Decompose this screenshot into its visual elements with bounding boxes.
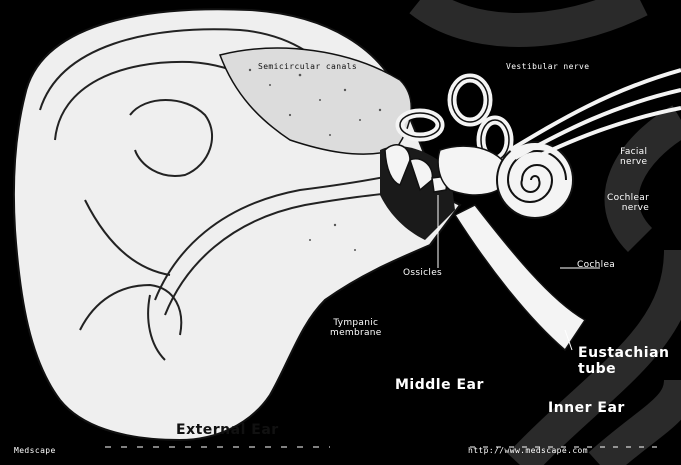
label-ossicles: Ossicles	[403, 268, 442, 278]
label-inner-ear: Inner Ear	[548, 400, 625, 416]
label-facial-nerve: Facial nerve	[620, 147, 647, 168]
cochlea-shape	[497, 142, 573, 218]
label-tympanic-membrane: Tympanic membrane	[330, 318, 382, 339]
label-eustachian-tube: Eustachian tube	[578, 345, 669, 377]
label-cochlea: Cochlea	[577, 260, 615, 270]
eustachian-tube-shape	[455, 205, 585, 350]
label-middle-ear: Middle Ear	[395, 377, 484, 393]
label-vestibular-nerve: Vestibular nerve	[506, 62, 589, 71]
footer-source-name: Medscape	[14, 446, 56, 455]
label-external-ear: External Ear	[176, 422, 279, 438]
footer-url: http://www.medscape.com	[468, 446, 588, 455]
label-semicircular-canals: Semicircular canals	[258, 62, 357, 71]
label-cochlear-nerve: Cochlear nerve	[607, 193, 649, 214]
